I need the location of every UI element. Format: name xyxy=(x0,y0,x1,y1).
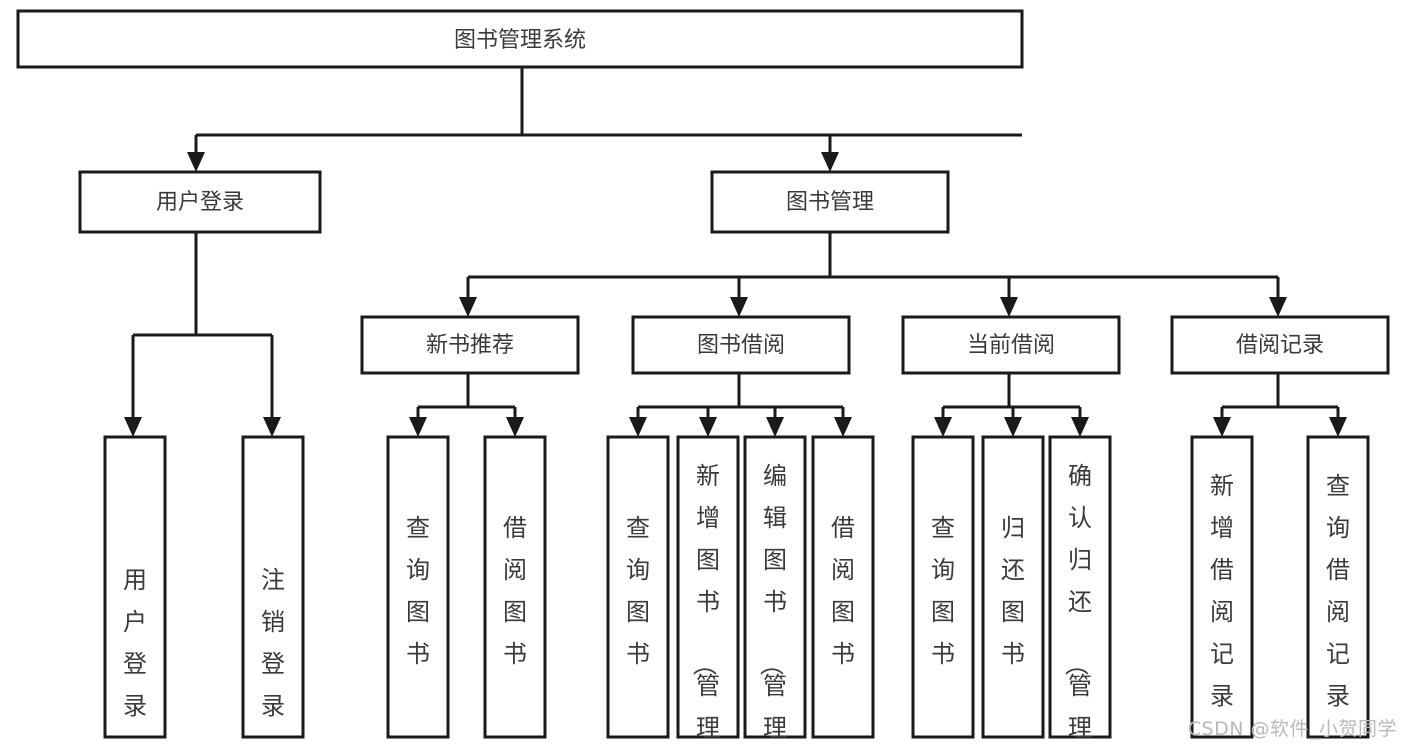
arrow-head-book-borrow xyxy=(730,297,748,317)
node-leaf-user-login-label: 用户登录 xyxy=(123,566,147,720)
node-leaf-edit-book[interactable]: 编辑图书（管理员） xyxy=(743,435,807,747)
arrow-head-leaf-query-book-2 xyxy=(629,417,647,437)
node-leaf-query-book-3-label: 查询图书 xyxy=(931,514,955,668)
node-leaf-logout-box[interactable] xyxy=(241,435,305,739)
arrow-head-leaf-confirm-return xyxy=(1071,417,1089,437)
node-leaf-query-book-1[interactable]: 查询图书 xyxy=(386,435,450,739)
node-leaf-borrow-book-2[interactable]: 借阅图书 xyxy=(811,435,875,739)
node-root-box[interactable] xyxy=(16,9,1024,69)
connector-user-login-to-leaves xyxy=(124,232,281,437)
node-book-borrow[interactable]: 图书借阅 xyxy=(631,315,851,375)
node-book-manage-box[interactable] xyxy=(710,170,950,234)
node-leaf-query-book-3[interactable]: 查询图书 xyxy=(911,435,975,739)
arrow-head-leaf-edit-book xyxy=(766,417,784,437)
node-leaf-confirm-return-label: 确认归还（管理员） xyxy=(1062,462,1092,747)
arrow-head-leaf-return-book xyxy=(1004,417,1022,437)
node-root-label: 图书管理系统 xyxy=(454,28,586,53)
node-leaf-query-book-1-label: 查询图书 xyxy=(406,514,430,668)
node-leaf-return-book[interactable]: 归还图书 xyxy=(981,435,1045,739)
csdn-watermark: CSDN @软件_小贺同学 xyxy=(1187,718,1397,740)
node-leaf-borrow-book-1-box[interactable] xyxy=(483,435,547,739)
node-book-borrow-box[interactable] xyxy=(631,315,851,375)
connector-book-borrow-to-leaves xyxy=(629,373,852,437)
node-leaf-borrow-book-2-box[interactable] xyxy=(811,435,875,739)
node-leaf-add-record-box[interactable] xyxy=(1190,435,1254,739)
node-leaf-query-book-2-label: 查询图书 xyxy=(626,514,650,668)
node-leaf-query-record[interactable]: 查询借阅记录 xyxy=(1306,435,1370,739)
node-leaf-query-book-2-box[interactable] xyxy=(606,435,670,739)
node-leaf-borrow-book-1[interactable]: 借阅图书 xyxy=(483,435,547,739)
node-leaf-logout[interactable]: 注销登录 xyxy=(241,435,305,739)
node-leaf-add-book[interactable]: 新增图书（管理员） xyxy=(676,435,740,747)
node-book-borrow-label: 图书借阅 xyxy=(697,333,785,358)
node-leaf-confirm-return-box[interactable] xyxy=(1048,435,1112,739)
node-leaf-add-record[interactable]: 新增借阅记录 xyxy=(1190,435,1254,739)
node-borrow-record-label: 借阅记录 xyxy=(1236,333,1324,358)
node-leaf-user-login[interactable]: 用户登录 xyxy=(103,435,167,739)
node-new-book-recommend-label: 新书推荐 xyxy=(426,333,514,358)
node-user-login-box[interactable] xyxy=(78,170,322,234)
node-leaf-add-book-label: 新增图书（管理员） xyxy=(690,462,720,747)
connector-layer xyxy=(124,67,1347,437)
arrow-head-leaf-borrow-book-1 xyxy=(506,417,524,437)
connector-current-borrow-to-leaves xyxy=(934,373,1089,437)
node-leaf-borrow-book-1-label: 借阅图书 xyxy=(503,514,527,668)
node-leaf-confirm-return[interactable]: 确认归还（管理员） xyxy=(1048,435,1112,747)
connector-book-manage-to-level3 xyxy=(459,232,1287,317)
arrow-head-leaf-query-book-1 xyxy=(409,417,427,437)
arrow-head-user-login xyxy=(187,152,205,172)
arrow-head-leaf-add-book xyxy=(699,417,717,437)
node-root[interactable]: 图书管理系统 xyxy=(16,9,1024,69)
arrow-head-new-book-recommend xyxy=(459,297,477,317)
connector-new-book-to-leaves xyxy=(409,373,524,437)
arrow-head-leaf-user-login xyxy=(124,417,142,437)
node-book-manage[interactable]: 图书管理 xyxy=(710,170,950,234)
node-leaf-return-book-box[interactable] xyxy=(981,435,1045,739)
arrow-head-leaf-add-record xyxy=(1213,417,1231,437)
node-borrow-record-box[interactable] xyxy=(1170,315,1390,375)
node-leaf-query-record-box[interactable] xyxy=(1306,435,1370,739)
node-leaf-query-record-label: 查询借阅记录 xyxy=(1326,472,1350,710)
arrow-head-leaf-query-book-3 xyxy=(934,417,952,437)
connector-root-to-level2 xyxy=(187,67,1022,172)
node-leaf-query-book-2[interactable]: 查询图书 xyxy=(606,435,670,739)
node-leaf-add-record-label: 新增借阅记录 xyxy=(1210,472,1234,710)
node-new-book-recommend-box[interactable] xyxy=(360,315,580,375)
connector-borrow-record-to-leaves xyxy=(1213,373,1347,437)
node-leaf-add-book-box[interactable] xyxy=(676,435,740,739)
node-current-borrow[interactable]: 当前借阅 xyxy=(901,315,1121,375)
arrow-head-leaf-logout xyxy=(263,417,281,437)
node-leaf-query-book-1-box[interactable] xyxy=(386,435,450,739)
node-current-borrow-box[interactable] xyxy=(901,315,1121,375)
node-leaf-query-book-3-box[interactable] xyxy=(911,435,975,739)
arrow-head-current-borrow xyxy=(1000,297,1018,317)
node-leaf-logout-label: 注销登录 xyxy=(261,566,285,720)
node-leaf-edit-book-label: 编辑图书（管理员） xyxy=(757,462,787,747)
node-new-book-recommend[interactable]: 新书推荐 xyxy=(360,315,580,375)
node-current-borrow-label: 当前借阅 xyxy=(967,333,1055,358)
node-book-manage-label: 图书管理 xyxy=(786,190,874,215)
arrow-head-leaf-query-record xyxy=(1329,417,1347,437)
node-leaf-edit-book-box[interactable] xyxy=(743,435,807,739)
node-leaf-borrow-book-2-label: 借阅图书 xyxy=(831,514,855,668)
arrow-head-leaf-borrow-book-2 xyxy=(834,417,852,437)
node-borrow-record[interactable]: 借阅记录 xyxy=(1170,315,1390,375)
arrow-head-borrow-record xyxy=(1269,297,1287,317)
node-user-login[interactable]: 用户登录 xyxy=(78,170,322,234)
node-user-login-label: 用户登录 xyxy=(156,190,244,215)
arrow-head-book-manage xyxy=(821,152,839,172)
node-leaf-user-login-box[interactable] xyxy=(103,435,167,739)
node-leaf-return-book-label: 归还图书 xyxy=(1001,514,1025,668)
